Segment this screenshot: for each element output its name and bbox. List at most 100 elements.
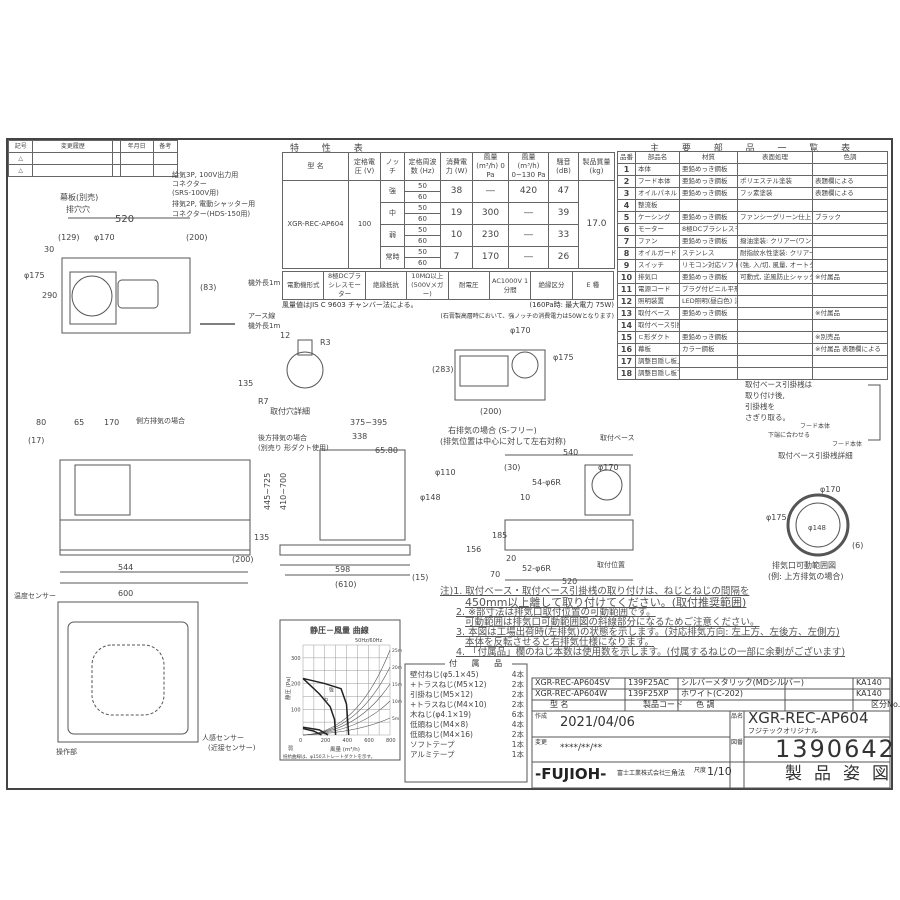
label: 排気2P, 電動シャッター用 bbox=[172, 199, 255, 208]
spec-sub-cell: 8極DCブラシレスモーター bbox=[323, 271, 366, 300]
spec-row: 60 bbox=[283, 257, 615, 269]
model-subtitle: フジテックオリジナル bbox=[748, 727, 818, 735]
resistance-curve bbox=[302, 717, 391, 736]
dimension: 338 bbox=[352, 432, 367, 441]
note-line: 本体を反転させると右排気仕様になります。 bbox=[465, 637, 655, 648]
side-view-outline bbox=[319, 449, 406, 541]
note-line: 2. ※部寸法は排気口取付位置の可動範囲です。 bbox=[456, 607, 656, 618]
variant-cell: ホワイト(C-202) bbox=[681, 689, 743, 698]
variant-cell: 139F25XP bbox=[628, 689, 669, 698]
model-name: XGR-REC-AP604 bbox=[748, 709, 869, 727]
spec-hz: 60 bbox=[404, 257, 441, 269]
accessories-list: 壁付ねじ(φ5.1×45)4本+トラスねじ(M5×12)2本引掛ねじ(M5×12… bbox=[408, 670, 526, 760]
spec-note: 風量値はJIS C 9603 チャンバー法による。 bbox=[282, 301, 418, 309]
spec-table: 型 名定格電圧 (V)ノッチ定格周波数 (Hz)消費電力 (W)風量 (m³/h… bbox=[282, 152, 615, 269]
dimension: (610) bbox=[335, 580, 357, 589]
label: 機外長1m bbox=[248, 321, 280, 330]
accessory-qty: 4本 bbox=[511, 670, 524, 679]
bottom-view-outline bbox=[57, 601, 199, 743]
base-view-outline bbox=[504, 519, 634, 551]
variant-cell: シルバーメタリック(MDシルバー) bbox=[681, 678, 804, 687]
label: 引掛桟を bbox=[745, 401, 775, 411]
spec-header: 型 名 bbox=[282, 152, 349, 181]
spec-sub-cell: 絶縁抵抗 bbox=[364, 271, 408, 300]
accessory-item: 壁付ねじ(φ5.1×45) 4本 bbox=[408, 670, 526, 680]
resistance-label: 10m bbox=[392, 699, 402, 705]
dimension: φ148 bbox=[808, 524, 826, 532]
dimension: φ148 bbox=[420, 493, 441, 502]
label: (近接センサー) bbox=[208, 743, 256, 752]
rev-mark: △ bbox=[7, 164, 34, 177]
notes: 注)1. 取付ベース・取付ベース引掛桟の取り付けは、ねじとねじの間隔を 450m… bbox=[440, 587, 845, 658]
variant-cell: KA140 bbox=[856, 678, 882, 687]
accessory-name: 壁付ねじ(φ5.1×45) bbox=[410, 670, 479, 679]
spec-header: 騒音 (dB) bbox=[548, 152, 579, 181]
label: 温度センサー bbox=[14, 591, 56, 600]
label: アース線 bbox=[248, 311, 275, 320]
variant-cell: XGR-REC-AP604W bbox=[535, 689, 608, 698]
accessory-qty: 2本 bbox=[511, 680, 524, 689]
revision-table: 記号変更履歴年月日备考 △ △ bbox=[7, 140, 179, 177]
spec-sub-cell: E 種 bbox=[571, 271, 615, 300]
top-view-duct-circle bbox=[71, 275, 113, 317]
accessory-qty: 1本 bbox=[511, 750, 524, 759]
spec-sub-cell: 10MΩ以上(500Vメガー) bbox=[406, 271, 449, 300]
dimension: (17) bbox=[28, 436, 44, 445]
label: 幕板(別売) bbox=[60, 192, 98, 202]
label: 下端に合わせる bbox=[768, 431, 810, 439]
projection: 三角法 bbox=[664, 769, 685, 777]
spec-section: 型 名定格電圧 (V)ノッチ定格周波数 (Hz)消費電力 (W)風量 (m³/h… bbox=[281, 152, 615, 322]
drawing-number: 1390642 bbox=[775, 735, 896, 763]
label: (SRS-100V用) bbox=[172, 189, 219, 197]
series-label: 強 bbox=[329, 687, 334, 694]
title-header: 型 名 bbox=[550, 700, 569, 709]
label: (排気位置は中心に対して左右対称) bbox=[440, 436, 566, 446]
x-tick: 0 bbox=[299, 738, 302, 744]
drawing-no-label: 図番 bbox=[731, 739, 744, 746]
chart-frame bbox=[279, 619, 401, 761]
y-tick: 100 bbox=[291, 707, 301, 713]
label: 操作部 bbox=[56, 747, 77, 756]
label: フード本体 bbox=[832, 440, 862, 448]
accessory-qty: 2本 bbox=[511, 690, 524, 699]
dimension: (200) bbox=[186, 233, 208, 242]
spec-sub-cell: 電動機形式 bbox=[281, 271, 325, 300]
resistance-curve bbox=[302, 649, 391, 736]
dimension: 135 bbox=[254, 533, 269, 542]
dimension: 70 bbox=[490, 570, 500, 579]
spec-header: 風量 (m³/h) 0~130 Pa bbox=[508, 152, 549, 181]
resistance-label: 25m bbox=[392, 648, 402, 654]
front-view-outline bbox=[59, 459, 251, 556]
series-label: 中 bbox=[323, 697, 328, 704]
chart-legend: 50Hz/60Hz bbox=[355, 638, 383, 644]
name-label: 品名 bbox=[731, 713, 744, 720]
series-line-2 bbox=[302, 726, 329, 736]
variant-cell: XGR-REC-AP604SV bbox=[535, 678, 610, 687]
label: 排穴穴 bbox=[66, 204, 90, 214]
dimension: φ170 bbox=[598, 463, 619, 472]
parts-cell bbox=[812, 367, 888, 380]
resistance-curve bbox=[302, 666, 391, 736]
y-axis-label: 静圧 (Pa) bbox=[284, 677, 292, 700]
dimension: (283) bbox=[432, 365, 454, 374]
label: 側方排気の場合 bbox=[136, 416, 185, 425]
parts-header-row: 品番部品名材質表面処理色調 bbox=[617, 151, 888, 164]
title-header: 製品コード bbox=[643, 700, 683, 709]
accessory-name: 引掛ねじ(M5×12) bbox=[410, 690, 473, 699]
resistance-label: 5m bbox=[392, 716, 399, 722]
brand-logo: -FUJIOH- bbox=[535, 765, 607, 783]
spec-sub-cell: 耐電圧 bbox=[447, 271, 490, 300]
dimension: φ175 bbox=[766, 513, 787, 522]
dimension: 170 bbox=[104, 418, 119, 427]
drawing-title: 製品姿図 bbox=[785, 764, 900, 784]
dimension: 20 bbox=[506, 554, 516, 563]
dimension: 65.80 bbox=[375, 446, 398, 455]
dimension: R3 bbox=[320, 338, 331, 347]
dimension: 30 bbox=[44, 245, 54, 254]
